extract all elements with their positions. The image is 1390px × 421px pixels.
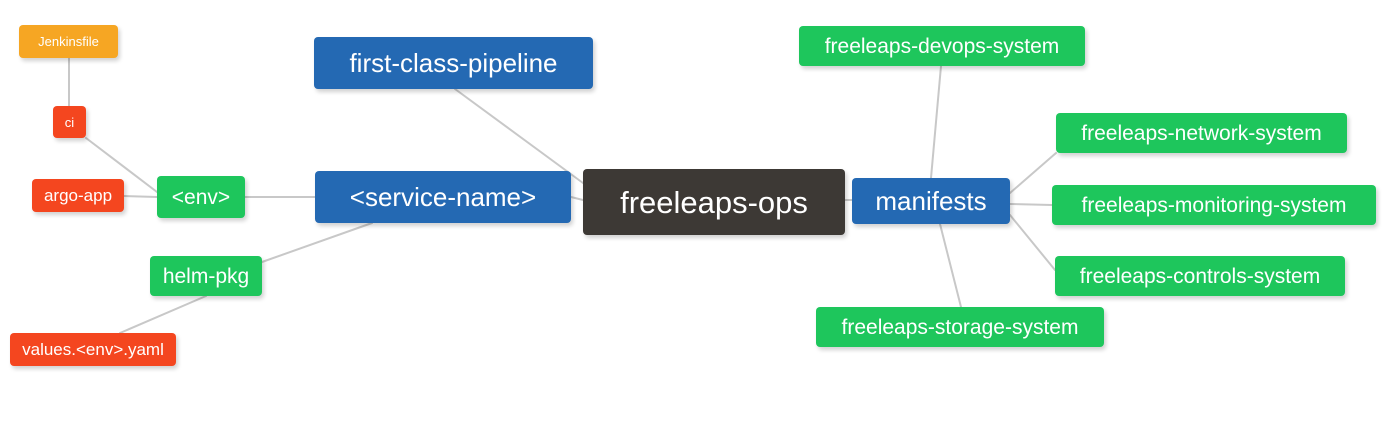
node-label-ci: ci	[64, 114, 75, 130]
node-freeleaps-network-system[interactable]: freeleaps-network-system	[1056, 113, 1347, 153]
node-label-freeleaps-network-system: freeleaps-network-system	[1081, 121, 1322, 145]
node-label-freeleaps-devops-system: freeleaps-devops-system	[824, 34, 1060, 58]
node-first-class-pipeline[interactable]: first-class-pipeline	[314, 37, 593, 89]
node-label-first-class-pipeline: first-class-pipeline	[349, 48, 558, 78]
edge-manifests-to-freeleaps-storage-system	[939, 223, 962, 308]
node-values-env-yaml[interactable]: values.<env>.yaml	[10, 333, 176, 366]
edge-manifests-to-freeleaps-network-system	[1009, 152, 1057, 194]
edge-freeleaps-ops-to-service-name	[570, 196, 584, 201]
node-freeleaps-devops-system[interactable]: freeleaps-devops-system	[799, 26, 1085, 66]
node-freeleaps-storage-system[interactable]: freeleaps-storage-system	[816, 307, 1104, 347]
node-label-freeleaps-ops: freeleaps-ops	[620, 184, 808, 220]
node-label-argo-app: argo-app	[43, 186, 113, 205]
edge-manifests-to-freeleaps-monitoring-system	[1009, 203, 1053, 206]
node-argo-app[interactable]: argo-app	[32, 179, 124, 212]
node-label-freeleaps-controls-system: freeleaps-controls-system	[1079, 264, 1321, 288]
node-label-helm-pkg: helm-pkg	[162, 264, 250, 288]
edge-freeleaps-ops-to-first-class-pipeline	[454, 88, 584, 184]
node-env[interactable]: <env>	[157, 176, 245, 218]
node-freeleaps-ops[interactable]: freeleaps-ops	[583, 169, 845, 235]
node-label-service-name: <service-name>	[349, 182, 537, 212]
node-ci[interactable]: ci	[53, 106, 86, 138]
node-jenkinsfile[interactable]: Jenkinsfile	[19, 25, 118, 58]
node-label-env: <env>	[171, 185, 231, 209]
node-service-name[interactable]: <service-name>	[315, 171, 571, 223]
edge-manifests-to-freeleaps-controls-system	[1009, 214, 1056, 271]
node-freeleaps-monitoring-system[interactable]: freeleaps-monitoring-system	[1052, 185, 1376, 225]
edge-service-name-to-helm-pkg	[261, 222, 373, 263]
node-label-values-env-yaml: values.<env>.yaml	[22, 340, 164, 359]
node-label-manifests: manifests	[875, 186, 987, 216]
edge-manifests-to-freeleaps-devops-system	[930, 65, 942, 179]
node-manifests[interactable]: manifests	[852, 178, 1010, 224]
node-label-freeleaps-monitoring-system: freeleaps-monitoring-system	[1081, 193, 1347, 217]
node-label-jenkinsfile: Jenkinsfile	[38, 34, 99, 49]
edge-env-to-argo-app	[123, 195, 158, 198]
node-label-freeleaps-storage-system: freeleaps-storage-system	[841, 315, 1079, 339]
node-helm-pkg[interactable]: helm-pkg	[150, 256, 262, 296]
edge-helm-pkg-to-values-env-yaml	[119, 295, 207, 334]
node-freeleaps-controls-system[interactable]: freeleaps-controls-system	[1055, 256, 1345, 296]
